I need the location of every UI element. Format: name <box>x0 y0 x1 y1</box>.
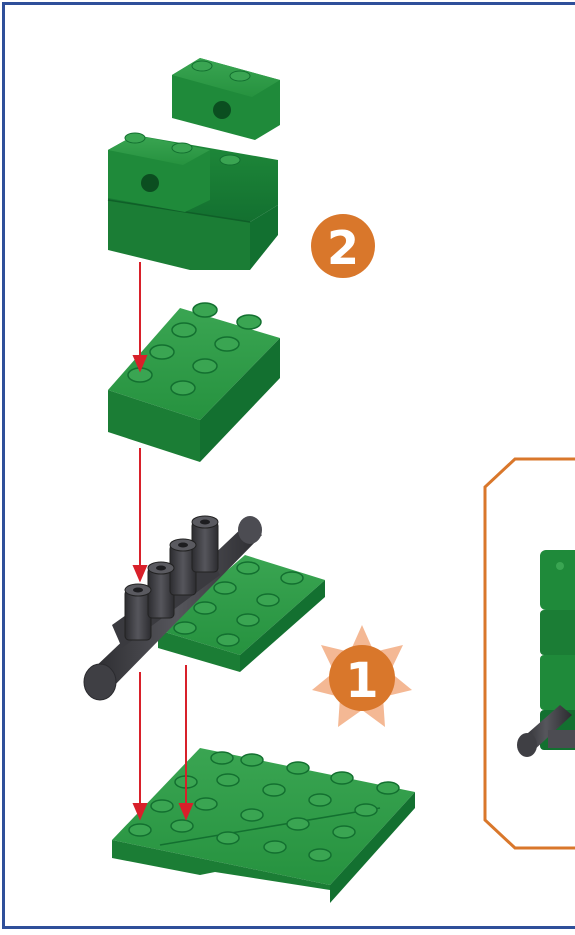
brick-2x4 <box>108 303 280 462</box>
top-brick-assembly <box>108 58 280 270</box>
axle-plate-assembly <box>84 516 325 700</box>
front-block-hole <box>141 174 159 192</box>
step-2-number: 2 <box>327 221 359 275</box>
step-2-badge: 2 <box>311 214 375 278</box>
callout-box <box>485 459 575 848</box>
back-block-hole <box>213 101 231 119</box>
step-1-number: 1 <box>345 653 378 709</box>
down-arrow-icon <box>134 566 146 580</box>
step-1-badge: 1 <box>312 625 412 727</box>
base-plates <box>112 748 415 903</box>
